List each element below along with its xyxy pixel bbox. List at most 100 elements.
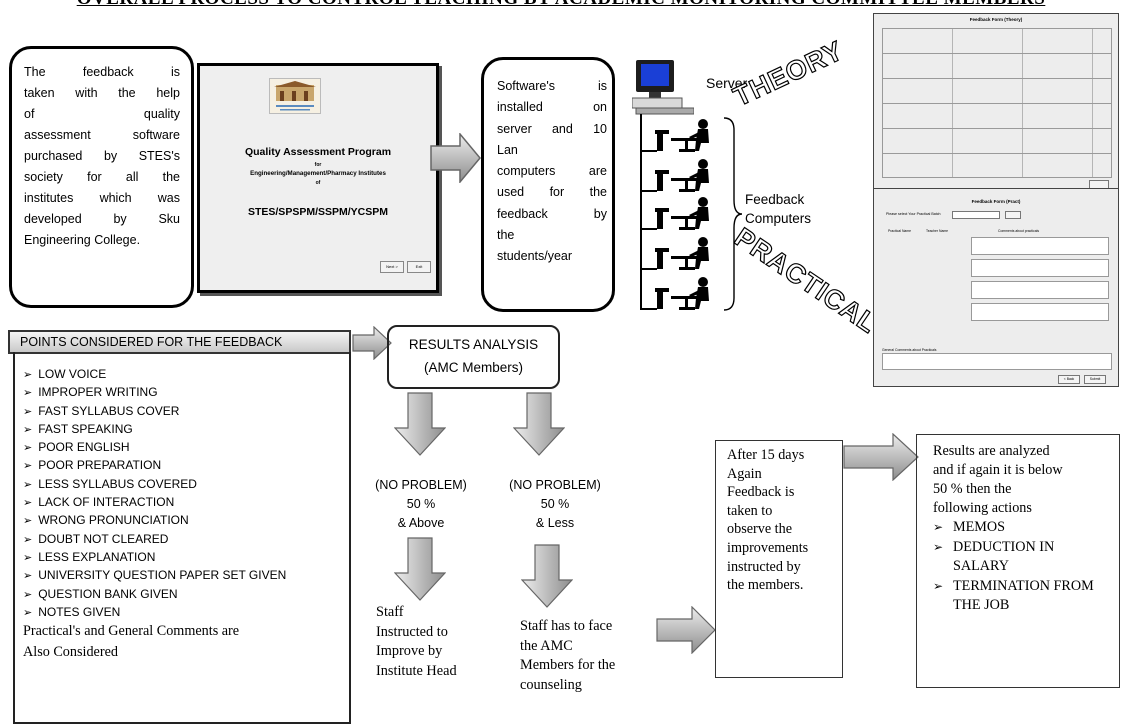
action-item: DEDUCTION IN SALARY <box>933 538 1109 576</box>
staff-line: counseling <box>520 676 582 693</box>
after-line: Again <box>727 465 762 482</box>
feedback-computers-line: Feedback <box>745 192 805 207</box>
comment-field[interactable] <box>971 259 1109 277</box>
practical-label: PRACTICAL <box>729 221 884 340</box>
software-info-line: server and 10 <box>497 121 607 136</box>
intro-line: Engineering College. <box>24 233 141 247</box>
practical-prompt: Please select Your Practical Batch <box>886 212 941 216</box>
comment-field[interactable] <box>971 281 1109 299</box>
col-header-teacher: Teacher Name <box>926 229 949 233</box>
point-item: FAST SPEAKING <box>23 421 349 439</box>
action-item: MEMOS <box>933 518 1109 537</box>
after-line: instructed by <box>727 558 801 575</box>
staff-line: Improve by <box>376 643 443 659</box>
point-item: NOTES GIVEN <box>23 604 349 622</box>
intro-line: of quality <box>24 107 180 121</box>
points-extra: Practical's and General Comments are Als… <box>23 621 349 662</box>
staff-line: Staff <box>376 604 404 620</box>
point-item: WRONG PRONUNCIATION <box>23 512 349 530</box>
software-info-line: Lan <box>497 142 518 157</box>
theory-screen-title: Feedback Form (Theory) <box>969 17 1023 22</box>
computer-user-icon <box>641 119 709 152</box>
point-item: LESS EXPLANATION <box>23 549 349 567</box>
exit-button[interactable]: Exit <box>407 261 431 273</box>
computer-user-icon <box>641 159 709 192</box>
staff-line: the AMC <box>520 637 573 654</box>
software-info-line: students/year <box>497 249 573 264</box>
col-header-comments: Comments about practicals <box>998 229 1040 233</box>
arrow-down-icon <box>394 537 446 601</box>
submit-button[interactable]: Submit <box>1084 375 1106 384</box>
point-item: LACK OF INTERACTION <box>23 494 349 512</box>
software-start-screen: Quality Assessment Program for Engineeri… <box>197 63 439 293</box>
computer-user-icon <box>641 197 709 230</box>
comment-field[interactable] <box>971 303 1109 321</box>
intro-line: purchased by STES's <box>24 149 180 163</box>
software-of: of <box>315 180 321 186</box>
software-title: Quality Assessment Program <box>244 146 392 158</box>
after-line: improvements <box>727 539 809 556</box>
intro-line: taken with the help <box>24 86 180 100</box>
feedback-computers-label: Feedback Computers <box>745 190 811 228</box>
practical-feedback-screen: Feedback Form (Pract) Please select Your… <box>873 188 1119 387</box>
page-title: OVERALL PROCESS TO CONTROL TEACHING BY A… <box>0 0 1122 10</box>
intro-box <box>9 46 194 308</box>
software-info-line: feedback by <box>497 206 607 221</box>
software-subtitle: Engineering/Management/Pharmacy Institut… <box>250 170 386 177</box>
point-item: QUESTION BANK GIVEN <box>23 586 349 604</box>
after-line: Feedback is <box>727 484 795 501</box>
theory-feedback-screen: Feedback Form (Theory) <box>873 13 1119 191</box>
software-info-line: installed on <box>497 100 607 115</box>
staff-line: Institute Head <box>376 662 457 679</box>
arrow-right-icon <box>352 326 392 360</box>
back-button[interactable]: < Back <box>1058 375 1080 384</box>
point-item: FAST SYLLABUS COVER <box>23 403 349 421</box>
batch-select[interactable] <box>952 211 1000 219</box>
final-intro-line: and if again it is below <box>933 462 1063 478</box>
ok-button[interactable] <box>1005 211 1021 219</box>
staff-instructed-text: Staff Instructed to Improve by Institute… <box>376 603 486 681</box>
intro-text: The feedback is taken with the help of q… <box>24 62 180 251</box>
final-results-box: Results are analyzed and if again it is … <box>916 434 1120 688</box>
server-label: Server <box>706 75 748 91</box>
final-intro-line: 50 % then the <box>933 481 1012 497</box>
points-header: POINTS CONSIDERED FOR THE FEEDBACK <box>8 330 351 354</box>
arrow-right-icon <box>656 606 716 654</box>
computer-user-icon <box>641 277 709 310</box>
final-intro-line: Results are analyzed <box>933 443 1050 459</box>
arrow-right-icon <box>430 133 481 183</box>
results-analysis-line: (AMC Members) <box>423 360 523 375</box>
software-for: for <box>314 162 322 168</box>
after-line: After 15 days <box>727 447 805 463</box>
arrow-down-icon <box>513 392 565 456</box>
intro-line: society for all the <box>24 170 180 184</box>
point-item: POOR PREPARATION <box>23 457 349 475</box>
institute-logo <box>269 78 321 114</box>
col-header-practical: Practical Name <box>888 229 911 233</box>
computer-user-icon <box>641 237 709 270</box>
action-item: TERMINATION FROM THE JOB <box>933 577 1109 615</box>
general-comment-field[interactable] <box>882 353 1112 370</box>
points-extra-line: Also Considered <box>23 643 118 660</box>
intro-line: institutes which was <box>24 191 180 205</box>
after-line: taken to <box>727 502 773 519</box>
software-institutes: STES/SPSPM/SSPM/YCSPM <box>247 206 389 218</box>
after-line: observe the <box>727 521 793 538</box>
staff-face-amc-text: Staff has to face the AMC Members for th… <box>520 617 670 695</box>
software-info-line: Software's is <box>497 79 607 93</box>
branch-line: 50 % <box>406 497 436 511</box>
point-item: DOUBT NOT CLEARED <box>23 531 349 549</box>
branch-above-label: (NO PROBLEM) 50 % & Above <box>366 476 476 533</box>
server-computer-icon <box>632 60 694 115</box>
points-extra-line: Practical's and General Comments are <box>23 623 240 640</box>
next-button[interactable]: Next > <box>380 261 404 273</box>
point-item: LOW VOICE <box>23 366 349 384</box>
arrow-right-icon <box>843 433 919 481</box>
after-15-days-box: After 15 days Again Feedback is taken to… <box>715 440 843 678</box>
software-info-line: computers are <box>497 164 607 179</box>
software-info-line: used for the <box>497 185 607 200</box>
comment-field[interactable] <box>971 237 1109 255</box>
branch-line: (NO PROBLEM) <box>509 478 601 492</box>
point-item: POOR ENGLISH <box>23 439 349 457</box>
points-list-box: LOW VOICE IMPROPER WRITING FAST SYLLABUS… <box>13 352 351 724</box>
